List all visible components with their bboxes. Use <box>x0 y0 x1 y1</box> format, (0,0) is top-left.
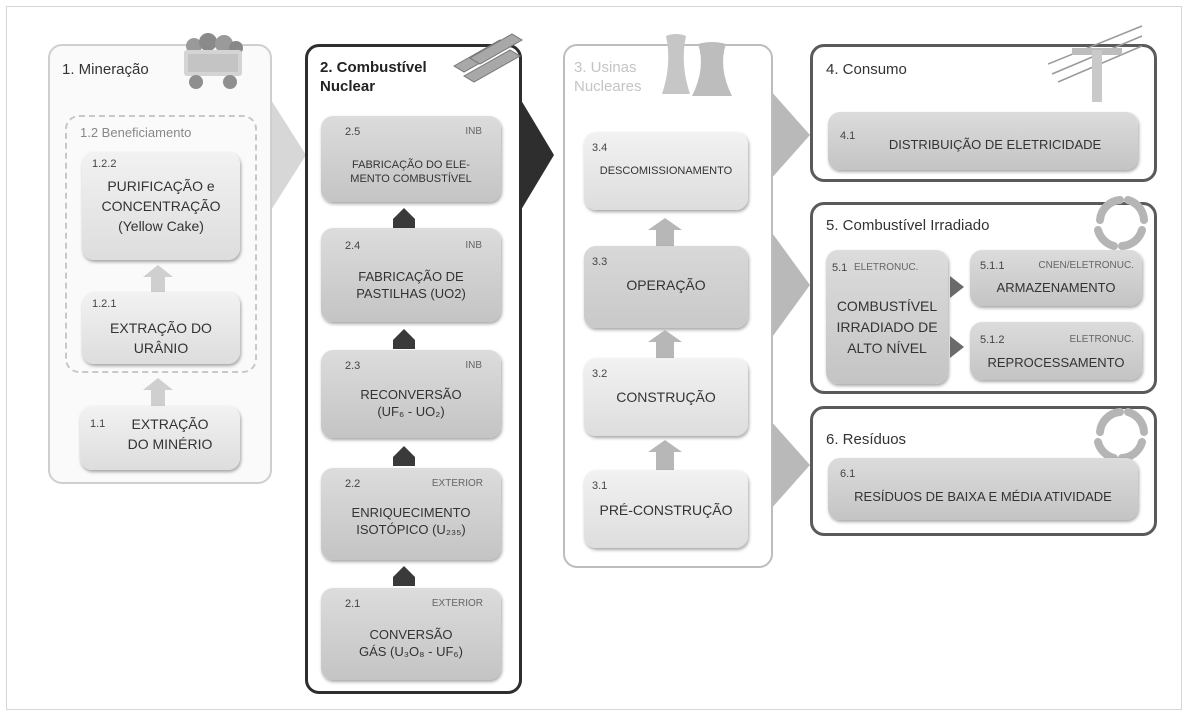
box-5-1-2-label: REPROCESSAMENTO <box>987 355 1125 370</box>
box-5-1-2-org: ELETRONUC. <box>1069 334 1134 345</box>
arrow-up-3-4 <box>648 218 682 246</box>
box-1-2-2 <box>82 152 240 260</box>
box-6-1 <box>828 458 1138 520</box>
box-2-4-num: 2.4 <box>345 240 361 252</box>
box-1-2-1-num: 1.2.1 <box>92 298 117 310</box>
box-2-2-num: 2.2 <box>345 478 361 490</box>
box-2-1-org: EXTERIOR <box>431 598 483 609</box>
arrow-up-2-3-stem <box>393 457 415 466</box>
chevron-p3-p6 <box>770 420 810 510</box>
box-5-1-2-num: 5.1.2 <box>980 334 1005 346</box>
power-pole-icon <box>1048 25 1143 102</box>
recycle-icon <box>1094 196 1148 250</box>
box-3-3 <box>584 246 748 328</box>
arrow-right-5-1-2 <box>950 336 964 358</box>
box-2-4 <box>321 228 501 322</box>
box-3-2 <box>584 358 748 436</box>
box-2-5 <box>321 116 501 202</box>
recycle-icon <box>1094 408 1148 462</box>
box-5-1-1-label: ARMAZENAMENTO <box>996 280 1116 295</box>
box-5-1-2 <box>970 322 1142 380</box>
box-5-1-1-org: CNEN/ELETRONUC. <box>1038 260 1134 271</box>
chevron-p3-p5 <box>770 230 810 340</box>
panel-title-combustivel-irradiado: 5. Combustível Irradiado <box>826 217 990 234</box>
box-5-1-org: ELETRONUC. <box>854 262 919 273</box>
box-5-1 <box>826 250 948 384</box>
box-3-1 <box>584 470 748 548</box>
arrow-up-2-4-stem <box>393 340 415 349</box>
box-6-1-num: 6.1 <box>840 468 856 480</box>
arrow-right-5-1-1 <box>950 276 964 298</box>
box-3-4-label: DESCOMISSIONAMENTO <box>599 165 733 177</box>
box-4-1-num: 4.1 <box>840 130 856 142</box>
box-3-2-num: 3.2 <box>592 368 608 380</box>
fuel-rods-icon <box>453 33 523 83</box>
box-2-1 <box>321 588 501 680</box>
box-3-4-num: 3.4 <box>592 142 608 154</box>
box-6-1-label: RESÍDUOS DE BAIXA E MÉDIA ATIVIDADE <box>854 489 1112 504</box>
arrow-up-2-3 <box>393 446 415 457</box>
box-2-3-org: INB <box>465 360 482 371</box>
panel-title-consumo: 4. Consumo <box>826 61 907 78</box>
box-2-5-org: INB <box>465 126 482 137</box>
arrow-up-3-3 <box>648 330 682 358</box>
box-2-5-label: FABRICAÇÃO DO ELE-MENTO COMBUSTÍVEL <box>350 159 472 185</box>
box-3-3-label: OPERAÇÃO <box>626 277 706 293</box>
arrow-up-1-2-1 <box>143 265 173 293</box>
box-2-2-org: EXTERIOR <box>431 478 483 489</box>
box-3-1-label: PRÉ-CONSTRUÇÃO <box>599 502 733 518</box>
arrow-up-2-5 <box>393 208 415 219</box>
box-2-4-org: INB <box>465 240 482 251</box>
box-3-3-num: 3.3 <box>592 256 608 268</box>
beneficiamento-group <box>65 115 257 373</box>
box-2-3-label: RECONVERSÃO(UF₆ - UO₂) <box>360 387 462 419</box>
box-1-2-2-num: 1.2.2 <box>92 158 117 170</box>
beneficiamento-title: 1.2 Beneficiamento <box>80 125 192 140</box>
box-2-2 <box>321 468 501 560</box>
box-1-1 <box>80 406 240 470</box>
box-4-1 <box>828 112 1138 170</box>
diagram-frame <box>6 6 1182 710</box>
mine-cart-icon <box>184 33 243 89</box>
box-3-1-num: 3.1 <box>592 480 608 492</box>
box-5-1-num: 5.1 <box>832 262 848 274</box>
box-3-4 <box>584 132 748 210</box>
arrow-up-2-2-stem <box>393 577 415 586</box>
panel-title-residuos: 6. Resíduos <box>826 431 907 448</box>
box-2-3 <box>321 350 501 438</box>
cooling-towers-icon <box>662 34 732 96</box>
box-5-1-1-num: 5.1.1 <box>980 260 1005 272</box>
arrow-up-3-2 <box>648 440 682 472</box>
chevron-p3-p4 <box>770 90 810 180</box>
chevron-p1-p2 <box>268 95 306 215</box>
box-2-3-num: 2.3 <box>345 360 361 372</box>
box-3-2-label: CONSTRUÇÃO <box>616 389 716 405</box>
arrow-up-2-5-stem <box>393 219 415 228</box>
box-2-5-num: 2.5 <box>345 126 361 138</box>
box-4-1-label: DISTRIBUIÇÃO DE ELETRICIDADE <box>888 137 1102 152</box>
box-1-2-1 <box>82 292 240 364</box>
box-2-1-num: 2.1 <box>345 598 361 610</box>
box-1-1-num: 1.1 <box>90 418 106 430</box>
arrow-up-2-4 <box>393 329 415 340</box>
arrow-up-1-1 <box>143 378 173 406</box>
panel-title-mineracao: 1. Mineração <box>62 61 149 78</box>
chevron-p2-p3 <box>518 95 554 215</box>
arrow-up-2-2 <box>393 566 415 577</box>
box-5-1-1 <box>970 250 1142 306</box>
